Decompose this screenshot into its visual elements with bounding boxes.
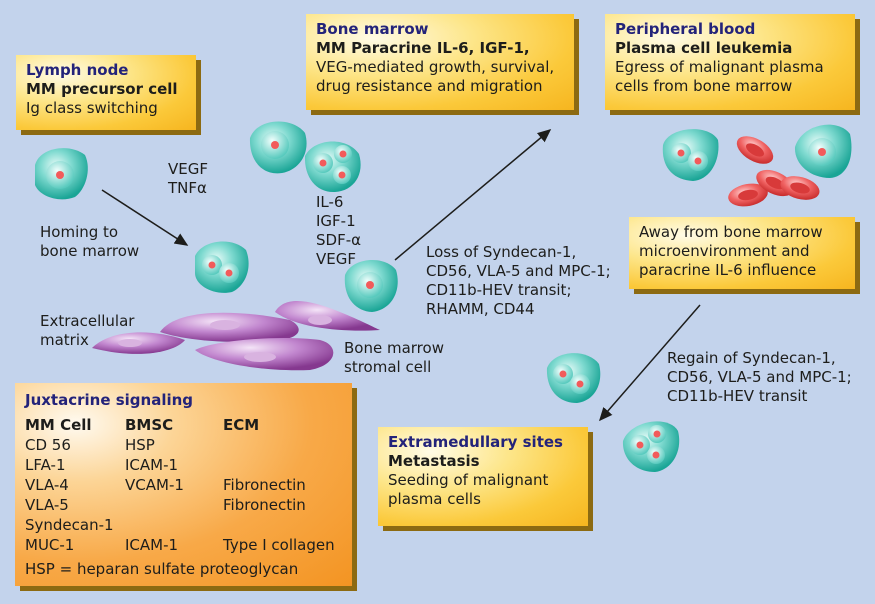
label-line: Loss of Syndecan-1, <box>426 243 577 261</box>
col-header-bmsc: BMSC <box>125 416 174 434</box>
label-line: CD56, VLA-5 and MPC-1; <box>426 262 611 280</box>
label-line: Extracellular <box>40 312 135 330</box>
label-line: TNFα <box>168 179 207 197</box>
plasma-cell-pb2 <box>662 129 719 181</box>
juxtacrine-table: MM Cell BMSC ECM CD 56 HSP LFA-1 ICAM-1 … <box>25 416 342 556</box>
cytokines-label-1: VEGF TNFα <box>168 160 208 198</box>
extramedullary-text-2: plasma cells <box>388 490 481 508</box>
seeding-arrow <box>599 304 701 422</box>
table-cell <box>223 436 353 456</box>
stromal-label: Bone marrow stromal cell <box>344 339 444 377</box>
bone-marrow-text-1: VEG-mediated growth, survival, <box>316 58 555 76</box>
plasma-cell-ext2 <box>546 353 601 403</box>
label-line: CD11b-HEV transit <box>667 387 808 405</box>
regain-label: Regain of Syndecan-1, CD56, VLA-5 and MP… <box>667 349 852 406</box>
lymph-node-box: Lymph node MM precursor cell Ig class sw… <box>16 55 196 130</box>
plasma-cells <box>35 121 852 472</box>
homing-arrow <box>101 189 189 246</box>
table-cell: VLA-4 <box>25 476 69 494</box>
red-blood-cells <box>728 136 820 207</box>
egress-arrow <box>394 129 552 261</box>
loss-label: Loss of Syndecan-1, CD56, VLA-5 and MPC-… <box>426 243 611 319</box>
juxtacrine-footnote: HSP = heparan sulfate proteoglycan <box>25 560 299 578</box>
label-line: stromal cell <box>344 358 432 376</box>
plasma-cell-bm1 <box>249 121 307 174</box>
label-line: Regain of Syndecan-1, <box>667 349 836 367</box>
label-line: RHAMM, CD44 <box>426 300 535 318</box>
table-cell <box>223 516 353 536</box>
plasma-cell-ext3 <box>622 421 680 472</box>
col-header-mm-cell: MM Cell <box>25 416 92 434</box>
juxtacrine-box: Juxtacrine signaling MM Cell BMSC ECM CD… <box>15 383 352 586</box>
lymph-node-text: Ig class switching <box>26 99 158 117</box>
table-cell <box>125 496 223 516</box>
bone-marrow-text-2: drug resistance and migration <box>316 77 543 95</box>
stromal-cell <box>275 301 380 331</box>
label-line: bone marrow <box>40 242 140 260</box>
peripheral-blood-text-2: cells from bone marrow <box>615 77 793 95</box>
homing-label: Homing to bone marrow <box>40 223 139 261</box>
table-cell <box>125 516 223 536</box>
lymph-node-subtitle: MM precursor cell <box>26 80 178 98</box>
away-box: Away from bone marrow microenvironment a… <box>629 217 855 289</box>
table-cell: MUC-1 <box>25 536 75 554</box>
bone-marrow-box: Bone marrow MM Paracrine IL-6, IGF-1, VE… <box>306 14 574 110</box>
table-cell: Type I collagen <box>223 536 335 554</box>
away-text-3: paracrine IL-6 influence <box>639 261 817 279</box>
away-text-2: microenvironment and <box>639 242 810 260</box>
lymph-node-title: Lymph node <box>26 61 129 79</box>
bone-marrow-subtitle: MM Paracrine IL-6, IGF-1, <box>316 39 530 57</box>
away-text-1: Away from bone marrow <box>639 223 823 241</box>
table-cell: CD 56 <box>25 436 71 454</box>
table-cell: VCAM-1 <box>125 476 184 494</box>
extramedullary-title: Extramedullary sites <box>388 433 563 451</box>
table-cell: HSP <box>125 436 155 454</box>
stromal-cells <box>92 301 380 371</box>
table-cell: ICAM-1 <box>125 536 179 554</box>
peripheral-blood-title: Peripheral blood <box>615 20 756 38</box>
peripheral-blood-box: Peripheral blood Plasma cell leukemia Eg… <box>605 14 855 110</box>
plasma-cell-bm3 <box>304 141 361 193</box>
col-header-ecm: ECM <box>223 416 260 434</box>
label-line: Homing to <box>40 223 119 241</box>
label-line: VEGF <box>316 250 356 268</box>
ecm-label: Extracellular matrix <box>40 312 134 350</box>
table-cell: ICAM-1 <box>125 456 179 474</box>
label-line: Bone marrow <box>344 339 444 357</box>
extramedullary-subtitle: Metastasis <box>388 452 480 470</box>
label-line: matrix <box>40 331 89 349</box>
extramedullary-box: Extramedullary sites Metastasis Seeding … <box>378 427 588 526</box>
cytokines-label-2: IL-6 IGF-1 SDF-α VEGF <box>316 193 361 269</box>
table-cell: Fibronectin <box>223 476 306 494</box>
label-line: CD56, VLA-5 and MPC-1; <box>667 368 852 386</box>
label-line: CD11b-HEV transit; <box>426 281 572 299</box>
bone-marrow-title: Bone marrow <box>316 20 429 38</box>
peripheral-blood-subtitle: Plasma cell leukemia <box>615 39 793 57</box>
label-line: IL-6 <box>316 193 344 211</box>
label-line: VEGF <box>168 160 208 178</box>
plasma-cell-lymph <box>35 148 88 200</box>
plasma-cell-pb1 <box>794 124 852 178</box>
extramedullary-text-1: Seeding of malignant <box>388 471 549 489</box>
peripheral-blood-text-1: Egress of malignant plasma <box>615 58 824 76</box>
table-cell <box>223 456 353 476</box>
label-line: IGF-1 <box>316 212 356 230</box>
label-line: SDF-α <box>316 231 361 249</box>
table-cell: VLA-5 <box>25 496 69 514</box>
table-cell: LFA-1 <box>25 456 66 474</box>
table-cell: Fibronectin <box>223 496 306 514</box>
juxtacrine-title: Juxtacrine signaling <box>25 391 194 409</box>
plasma-cell-homed <box>195 241 249 293</box>
plasma-cell-leaving <box>344 259 398 312</box>
table-cell: Syndecan-1 <box>25 516 114 534</box>
